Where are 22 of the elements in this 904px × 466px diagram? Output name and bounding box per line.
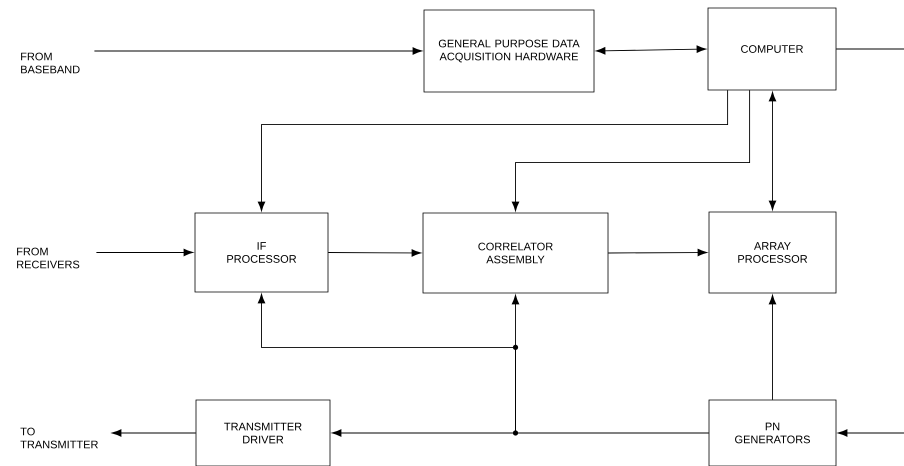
arrow [838, 429, 904, 437]
arrow [258, 294, 710, 434]
process-box: GENERAL PURPOSE DATA ACQUISITION HARDWARE [424, 10, 594, 92]
io-label: TO TRANSMITTER [20, 428, 98, 448]
io-label: FROM RECEIVERS [17, 248, 80, 268]
process-box: TRANSMITTER DRIVER [196, 400, 330, 466]
io-label: FROM BASEBAND [21, 52, 80, 74]
arrow [512, 90, 750, 212]
arrow [608, 248, 708, 256]
arrow [258, 90, 728, 212]
arrow [768, 92, 776, 210]
arrow [94, 47, 422, 55]
process-box: PN GENERATORS [708, 400, 836, 466]
arrow [96, 248, 194, 256]
arrow [328, 249, 422, 257]
arrow [112, 429, 196, 437]
process-box: ARRAY PROCESSOR [708, 212, 836, 294]
arrow [596, 46, 706, 54]
arrow [768, 294, 776, 400]
process-box: COMPUTER [708, 8, 836, 90]
process-box: IF PROCESSOR [194, 212, 328, 292]
process-box: CORRELATOR ASSEMBLY [422, 212, 608, 294]
